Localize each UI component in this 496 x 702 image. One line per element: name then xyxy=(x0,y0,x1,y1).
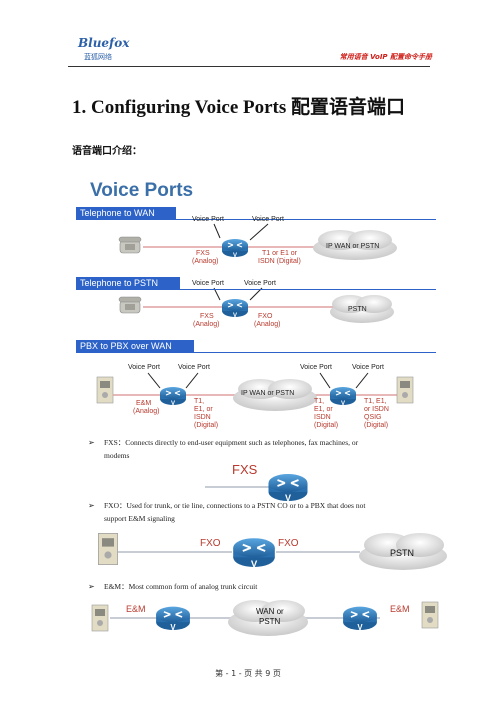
row3-cloud-label: IP WAN or PSTN xyxy=(241,390,295,397)
row3-voice-port-1: Voice Port xyxy=(128,364,160,371)
row3-pbx-right-icon xyxy=(396,376,414,404)
row2-phone-icon xyxy=(118,296,142,314)
row2-label-fxo: FXO xyxy=(258,313,273,320)
row3-cloud-icon xyxy=(233,379,317,411)
row3-right-4: (Digital) xyxy=(364,422,389,429)
band-line-1 xyxy=(176,219,436,220)
header-right-title: 常用语音 VoIP 配置命令手册 xyxy=(339,53,432,61)
fxo-phone-icon xyxy=(97,532,119,566)
row2-cloud-label: PSTN xyxy=(348,306,367,313)
row1-cloud-label: IP WAN or PSTN xyxy=(326,243,380,250)
row3-arrow-2 xyxy=(185,372,199,389)
row1-arrow-right xyxy=(249,223,269,241)
fxo-diagram-left-label: FXO xyxy=(200,538,221,549)
row3-pbx-left-icon xyxy=(96,376,114,404)
em-cloud-label-2: PSTN xyxy=(259,617,281,626)
bullet-3-line-1: E&M：Most common form of analog trunk cir… xyxy=(104,582,258,591)
bullet-marker-2: ➢ xyxy=(88,501,95,510)
row1-cloud-icon xyxy=(313,230,397,260)
row3-voice-port-2: Voice Port xyxy=(178,364,210,371)
row3-mid-left-4: (Digital) xyxy=(194,422,219,429)
row3-arrow-3 xyxy=(319,372,331,389)
bullet-2-line-2: support E&M signaling xyxy=(104,514,175,523)
row3-mid-left-1: T1, xyxy=(194,398,205,405)
row1-router-icon xyxy=(221,238,249,260)
em-cloud-icon xyxy=(228,600,308,636)
row1-label-fxs: FXS xyxy=(196,250,210,257)
em-pbx-right-icon xyxy=(421,601,439,629)
row2-label-analog-left: (Analog) xyxy=(193,321,220,328)
em-pbx-left-icon xyxy=(91,604,109,632)
page-footer: 第 - 1 - 页 共 9 页 xyxy=(215,669,281,678)
bullet-marker-1: ➢ xyxy=(88,438,95,447)
em-router-left-icon xyxy=(155,605,191,633)
row3-arrow-4 xyxy=(355,372,369,389)
band-pbx-to-pbx: PBX to PBX over WAN xyxy=(76,340,194,353)
row3-router-left-icon xyxy=(159,386,187,408)
row1-arrow-left xyxy=(213,223,221,239)
row3-label-em: E&M xyxy=(136,400,152,407)
fxs-diagram-label: FXS xyxy=(232,462,258,477)
bullet-text-fxo: FXO：Used for trunk, or tie line, connect… xyxy=(104,499,434,525)
row3-voice-port-4: Voice Port xyxy=(352,364,384,371)
row1-label-isdn: ISDN (Digital) xyxy=(258,258,301,265)
row3-voice-port-3: Voice Port xyxy=(300,364,332,371)
row1-voice-port-left: Voice Port xyxy=(192,216,224,223)
bullet-text-fxs: FXS：Connects directly to end-user equipm… xyxy=(104,436,434,462)
bullet-text-em: E&M：Most common form of analog trunk cir… xyxy=(104,580,434,593)
row2-arrow-left xyxy=(213,287,221,301)
em-router-right-icon xyxy=(342,605,378,633)
fxo-diagram-right-label: FXO xyxy=(278,538,299,549)
row2-label-fxs: FXS xyxy=(200,313,214,320)
page-title: 1. Configuring Voice Ports 配置语音端口 xyxy=(72,97,406,118)
row1-label-t1: T1 or E1 or xyxy=(262,250,298,257)
bullet-1-line-2: modems xyxy=(104,451,130,460)
row3-mid-left-3: ISDN xyxy=(194,414,211,421)
row3-right-1: T1, E1, xyxy=(364,398,387,405)
row3-right-3: QSIG xyxy=(364,414,382,421)
row2-cloud-icon xyxy=(330,295,394,323)
header-rule xyxy=(68,66,430,67)
row2-arrow-right xyxy=(249,287,263,301)
row1-phone-icon xyxy=(118,236,142,254)
row3-mid-right-3: ISDN xyxy=(314,414,331,421)
row2-router-icon xyxy=(221,298,249,320)
row3-right-2: or ISDN xyxy=(364,406,389,413)
fxo-cloud-label: PSTN xyxy=(390,548,415,558)
band-line-2 xyxy=(180,289,436,290)
row3-mid-right-1: T1, xyxy=(314,398,325,405)
figure-title: Voice Ports xyxy=(90,180,194,201)
logo-subtitle: 蓝狐网络 xyxy=(84,53,112,61)
em-diagram-left-label: E&M xyxy=(126,604,146,614)
band-telephone-to-pstn: Telephone to PSTN xyxy=(76,277,180,290)
row3-mid-right-4: (Digital) xyxy=(314,422,339,429)
row1-label-analog: (Analog) xyxy=(192,258,219,265)
bullet-marker-3: ➢ xyxy=(88,582,95,591)
em-cloud-label-1: WAN or xyxy=(256,607,284,616)
bullet-1-line-1: FXS：Connects directly to end-user equipm… xyxy=(104,438,359,447)
band-telephone-to-wan: Telephone to WAN xyxy=(76,207,176,220)
band-line-3 xyxy=(194,352,436,353)
fxo-cloud-icon xyxy=(359,533,447,570)
row3-label-analog: (Analog) xyxy=(133,408,160,415)
fxo-router-icon xyxy=(232,537,276,571)
row3-router-right-icon xyxy=(329,386,357,408)
em-diagram-right-label: E&M xyxy=(390,604,410,614)
logo: Bluefox xyxy=(78,36,130,50)
intro-heading: 语音端口介绍： xyxy=(72,146,142,157)
row3-arrow-1 xyxy=(147,372,161,389)
row3-mid-left-2: E1, or xyxy=(194,406,213,413)
row3-mid-right-2: E1, or xyxy=(314,406,333,413)
row2-label-analog-right: (Analog) xyxy=(254,321,281,328)
row1-voice-port-right: Voice Port xyxy=(252,216,284,223)
row2-voice-port-right: Voice Port xyxy=(244,280,276,287)
bullet-2-line-1: FXO：Used for trunk, or tie line, connect… xyxy=(104,501,366,510)
row2-voice-port-left: Voice Port xyxy=(192,280,224,287)
